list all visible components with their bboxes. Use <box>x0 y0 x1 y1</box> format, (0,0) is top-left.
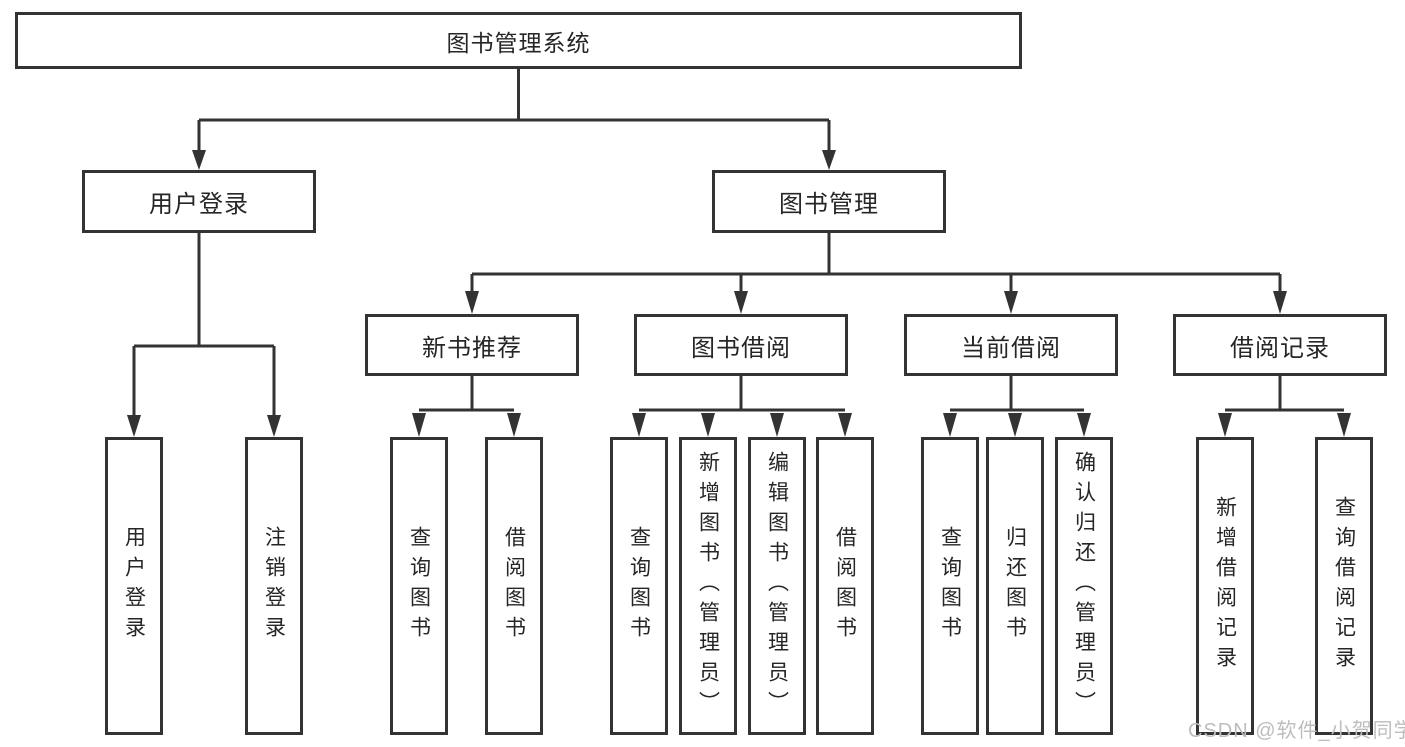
node-label: 借阅图书 <box>833 526 857 646</box>
node-label: 当前借阅 <box>961 334 1061 362</box>
node-label: 新增图书（管理员） <box>696 451 720 721</box>
node-label: 新增借阅记录 <box>1213 496 1237 676</box>
node-label: 注销登录 <box>262 526 286 646</box>
connector-book-mgmt-branch <box>465 233 1287 314</box>
leaf-return-book: 归还图书 <box>986 437 1044 735</box>
node-book-borrow: 图书借阅 <box>634 314 848 376</box>
node-label: 查询借阅记录 <box>1332 496 1356 676</box>
leaf-query-borrow-record: 查询借阅记录 <box>1315 437 1373 735</box>
node-label: 用户登录 <box>149 191 249 218</box>
node-system-root: 图书管理系统 <box>15 12 1022 69</box>
node-label: 查询图书 <box>627 526 651 646</box>
csdn-watermark: CSDN @软件_小贺同学 <box>1188 720 1405 742</box>
leaf-user-login: 用户登录 <box>105 437 163 735</box>
leaf-confirm-return-admin: 确认归还（管理员） <box>1055 437 1113 735</box>
node-label: 借阅记录 <box>1230 334 1330 362</box>
connector-root-branch <box>192 69 836 170</box>
leaf-query-book-2: 查询图书 <box>610 437 668 735</box>
leaf-query-book-3: 查询图书 <box>921 437 979 735</box>
leaf-logout: 注销登录 <box>245 437 303 735</box>
connector-borrow-record-branch <box>1218 376 1351 437</box>
connector-book-borrow-branch <box>632 376 852 437</box>
node-current-borrow: 当前借阅 <box>904 314 1118 376</box>
node-label: 图书管理 <box>779 191 879 218</box>
node-label: 用户登录 <box>122 526 146 646</box>
node-label: 借阅图书 <box>502 526 526 646</box>
node-borrow-record: 借阅记录 <box>1173 314 1387 376</box>
leaf-add-book-admin: 新增图书（管理员） <box>679 437 737 735</box>
node-label: 编辑图书（管理员） <box>765 451 789 721</box>
node-label: 新书推荐 <box>422 334 522 362</box>
leaf-borrow-book-1: 借阅图书 <box>485 437 543 735</box>
connector-current-borrow-branch <box>943 376 1091 437</box>
node-label: 图书管理系统 <box>446 29 591 56</box>
node-label: 确认归还（管理员） <box>1072 451 1096 721</box>
leaf-query-book-1: 查询图书 <box>390 437 448 735</box>
node-book-management: 图书管理 <box>712 170 946 233</box>
leaf-borrow-book-2: 借阅图书 <box>816 437 874 735</box>
node-label: 查询图书 <box>407 526 431 646</box>
node-user-login: 用户登录 <box>82 170 316 233</box>
node-new-book-recommend: 新书推荐 <box>365 314 579 376</box>
node-label: 图书借阅 <box>691 334 791 362</box>
connector-user-login-branch <box>127 233 281 437</box>
connector-new-book-branch <box>412 376 521 437</box>
node-label: 查询图书 <box>938 526 962 646</box>
leaf-edit-book-admin: 编辑图书（管理员） <box>748 437 806 735</box>
node-label: 归还图书 <box>1003 526 1027 646</box>
leaf-add-borrow-record: 新增借阅记录 <box>1196 437 1254 735</box>
